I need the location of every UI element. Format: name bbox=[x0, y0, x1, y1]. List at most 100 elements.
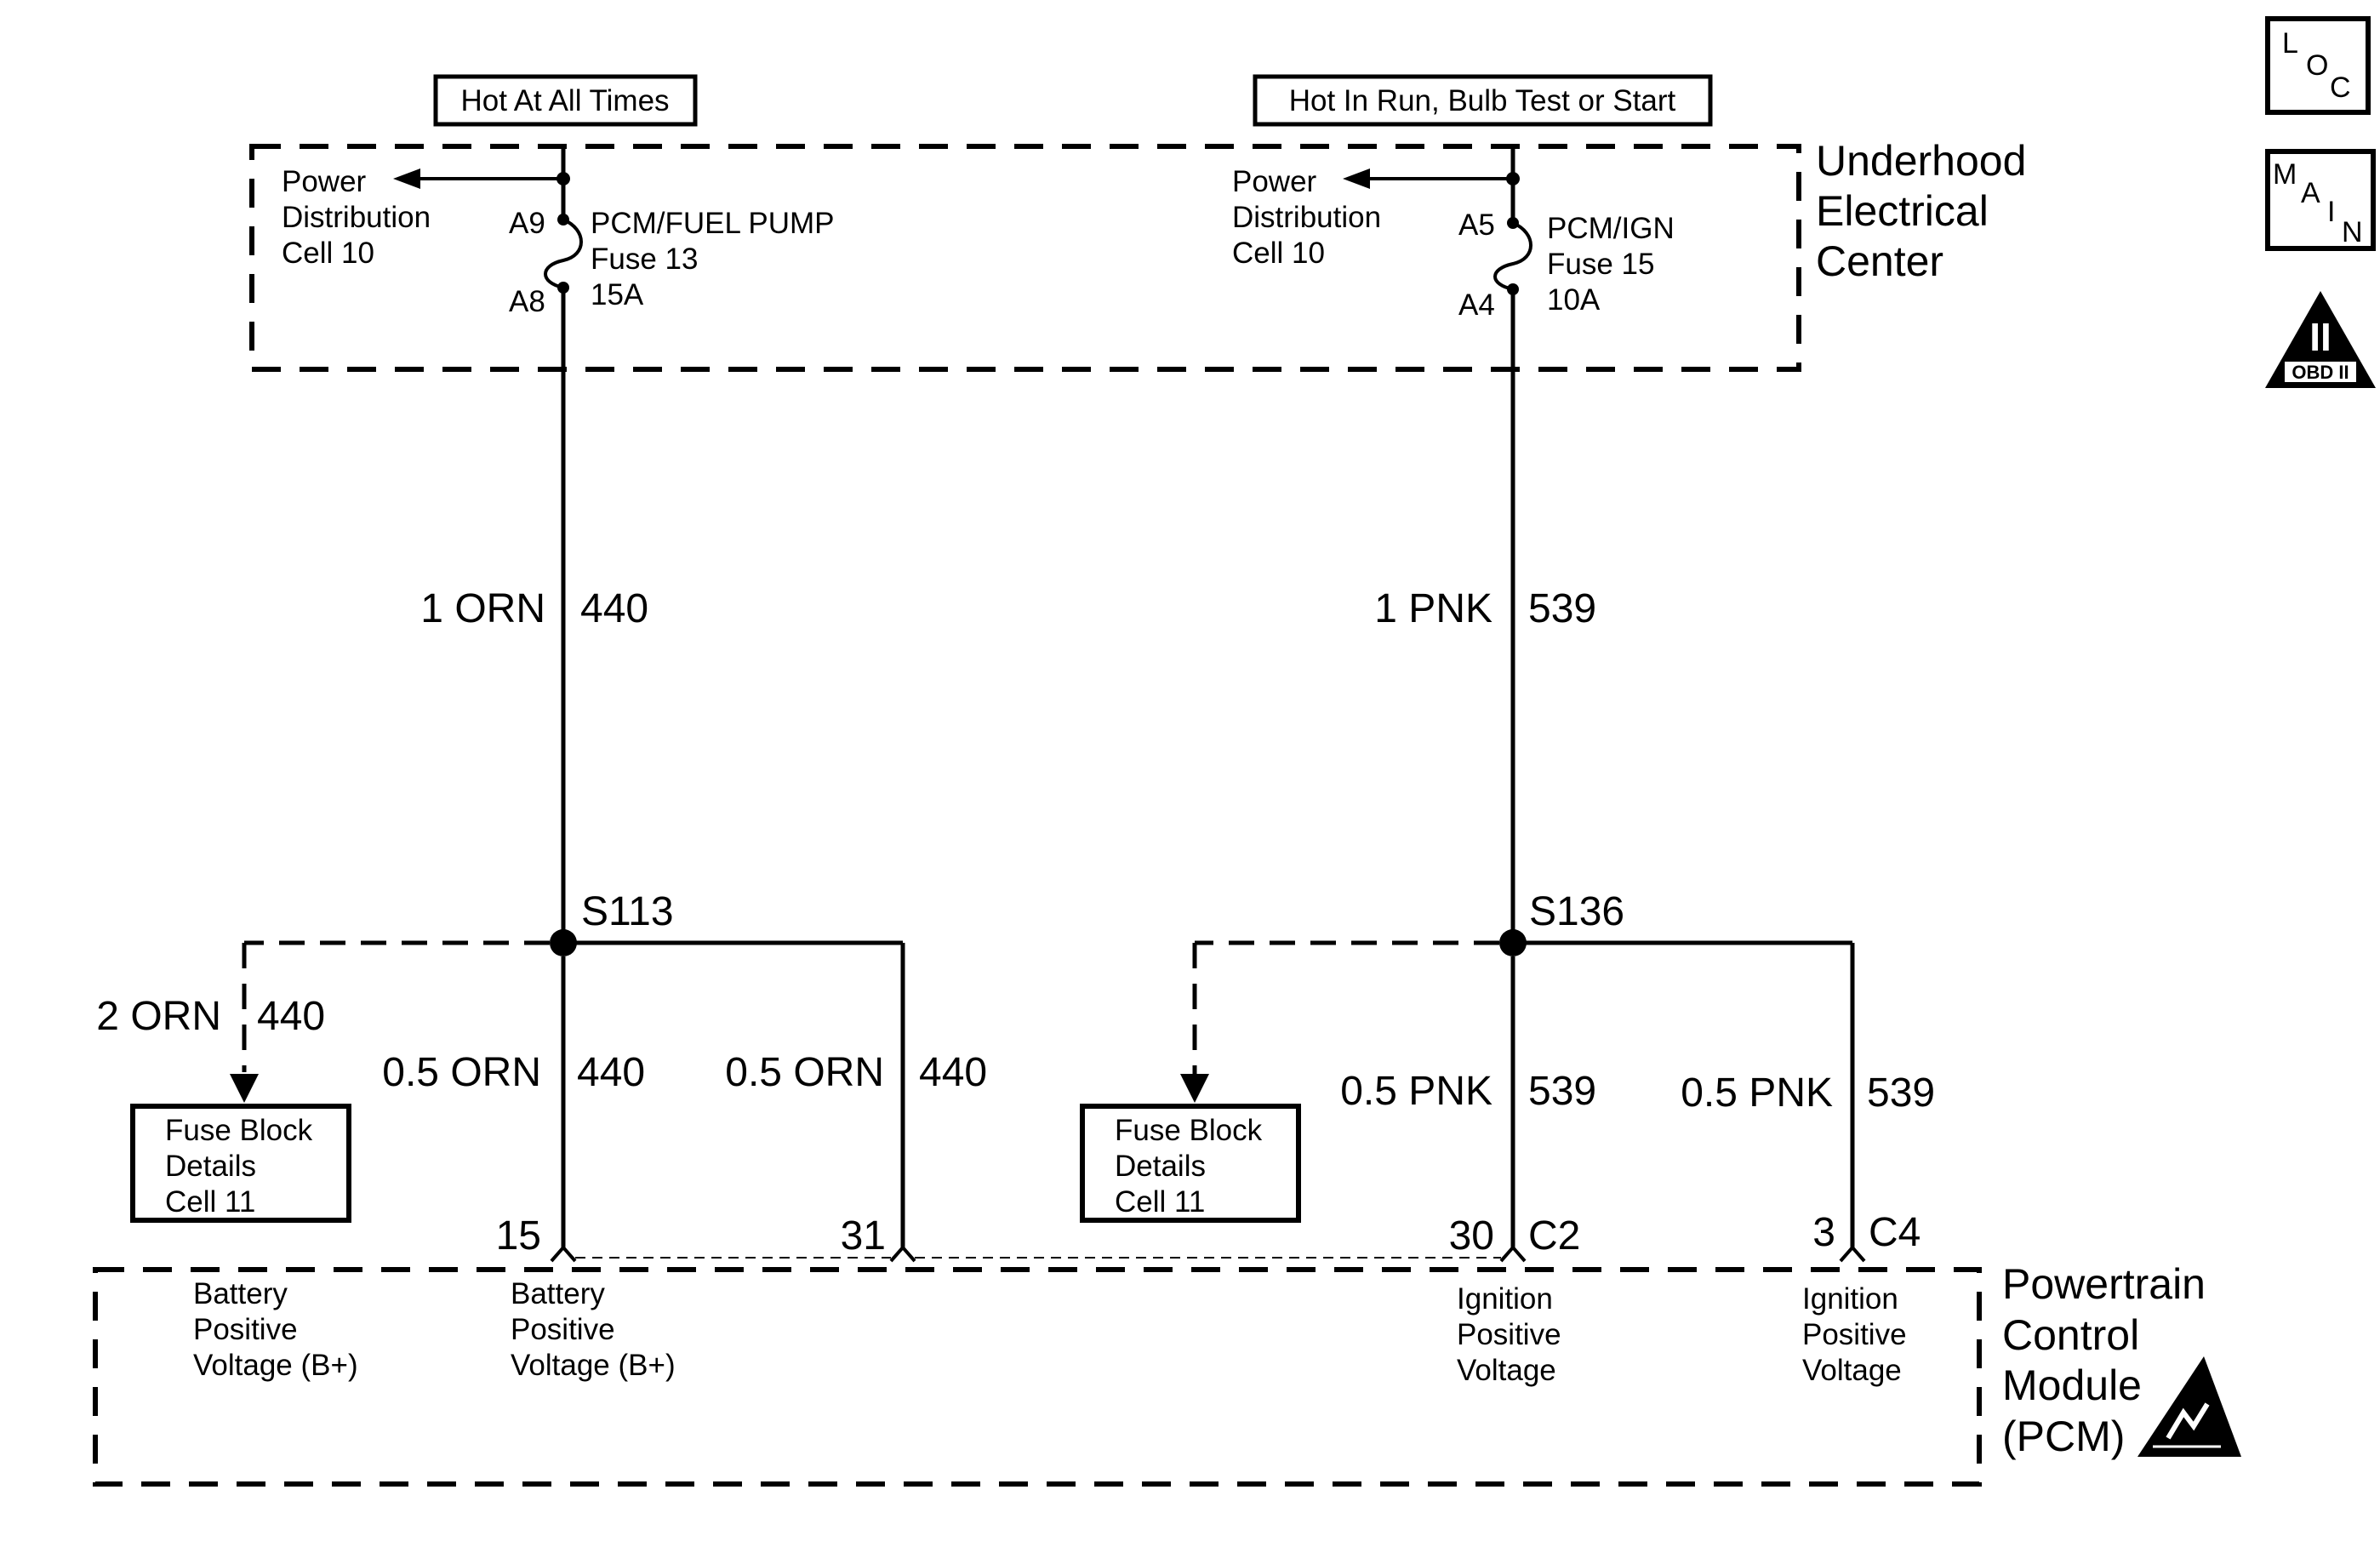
splice-s136[interactable]: S136 bbox=[1499, 889, 1852, 956]
underhood-title: Underhood Electrical Center bbox=[1816, 137, 2026, 285]
svg-text:Electrical: Electrical bbox=[1816, 187, 1989, 235]
svg-text:Center: Center bbox=[1816, 237, 1943, 285]
connector-c2-label: C2 bbox=[1528, 1213, 1580, 1259]
svg-text:Positive: Positive bbox=[511, 1313, 615, 1346]
fuse-15-top-pin: A5 bbox=[1458, 208, 1495, 242]
wire-440-pin-15-circuit: 440 bbox=[577, 1050, 645, 1095]
power-distribution-ref-left[interactable]: Power Distribution Cell 10 bbox=[282, 165, 563, 270]
obd-label: OBD II bbox=[2292, 362, 2349, 383]
splice-s113[interactable]: S113 bbox=[550, 889, 903, 956]
esd-sensitive-icon bbox=[2137, 1356, 2241, 1457]
svg-text:Underhood: Underhood bbox=[1816, 137, 2026, 185]
obd-numeral: II bbox=[2309, 315, 2331, 359]
pcm-input-ignition-2: Ignition Positive Voltage bbox=[1802, 1282, 1907, 1387]
fuse-15-pcm-ign: A5 A4 PCM/IGN Fuse 15 10A bbox=[1458, 146, 1675, 322]
svg-text:Distribution: Distribution bbox=[282, 201, 431, 234]
svg-text:Fuse Block: Fuse Block bbox=[165, 1114, 313, 1147]
main-letter-a: A bbox=[2301, 177, 2320, 209]
wire-440-fuse-block-color: 2 ORN bbox=[96, 994, 221, 1039]
svg-text:PCM/FUEL PUMP: PCM/FUEL PUMP bbox=[591, 207, 835, 240]
svg-text:Distribution: Distribution bbox=[1232, 201, 1381, 234]
svg-text:Positive: Positive bbox=[1802, 1318, 1907, 1351]
hot-at-all-times-label: Hot At All Times bbox=[433, 74, 698, 127]
wire-440-fuse-block-circuit: 440 bbox=[257, 994, 325, 1039]
svg-text:Battery: Battery bbox=[193, 1277, 288, 1310]
main-letter-n: N bbox=[2342, 216, 2363, 248]
svg-text:Details: Details bbox=[165, 1150, 256, 1183]
main-letter-m: M bbox=[2273, 158, 2297, 191]
wire-539-pin-3[interactable]: 0.5 PNK 539 bbox=[1681, 943, 1935, 1247]
pcm-input-ignition-1: Ignition Positive Voltage bbox=[1457, 1282, 1561, 1387]
wire-539-pin-3-color: 0.5 PNK bbox=[1681, 1070, 1833, 1116]
pcm-input-battery-2: Battery Positive Voltage (B+) bbox=[511, 1277, 676, 1382]
svg-text:Cell 11: Cell 11 bbox=[1115, 1185, 1205, 1219]
pcm-title: Powertrain Control Module (PCM) bbox=[2002, 1260, 2206, 1460]
loc-letter-o: O bbox=[2306, 49, 2328, 82]
wire-440-pin-31[interactable]: 0.5 ORN 440 bbox=[725, 943, 987, 1247]
svg-text:Fuse Block: Fuse Block bbox=[1115, 1114, 1263, 1147]
svg-text:Cell 10: Cell 10 bbox=[282, 237, 374, 270]
fuse-15-bottom-pin: A4 bbox=[1458, 288, 1495, 322]
svg-text:Power: Power bbox=[282, 165, 367, 198]
wire-539-main-color: 1 PNK bbox=[1374, 586, 1492, 631]
pin-15-label: 15 bbox=[496, 1213, 541, 1259]
svg-text:15A: 15A bbox=[591, 278, 644, 311]
pcm-connector-pins: 15 31 30 C2 3 C4 bbox=[496, 1210, 1921, 1263]
svg-text:Voltage (B+): Voltage (B+) bbox=[193, 1349, 358, 1382]
svg-text:Ignition: Ignition bbox=[1802, 1282, 1898, 1316]
underhood-electrical-center-box bbox=[249, 144, 1801, 372]
wire-539-pin-3-circuit: 539 bbox=[1867, 1070, 1935, 1116]
fuse-13-bottom-pin: A8 bbox=[509, 285, 545, 318]
pin-31-label: 31 bbox=[841, 1213, 886, 1259]
svg-text:Positive: Positive bbox=[193, 1313, 298, 1346]
pin-3-label: 3 bbox=[1812, 1210, 1835, 1255]
svg-text:Voltage: Voltage bbox=[1457, 1354, 1556, 1387]
wire-440-pin-31-color: 0.5 ORN bbox=[725, 1050, 884, 1095]
svg-text:Control: Control bbox=[2002, 1311, 2139, 1359]
wire-539-main[interactable]: 1 PNK 539 bbox=[1374, 289, 1596, 943]
loc-icon[interactable]: L O C bbox=[2265, 16, 2371, 115]
power-distribution-ref-right[interactable]: Power Distribution Cell 10 bbox=[1232, 165, 1513, 270]
svg-text:Details: Details bbox=[1115, 1150, 1206, 1183]
pcm-box bbox=[93, 1267, 1982, 1487]
svg-text:Cell 10: Cell 10 bbox=[1232, 237, 1325, 270]
svg-text:Fuse 13: Fuse 13 bbox=[591, 243, 698, 276]
wire-440-main-color: 1 ORN bbox=[420, 586, 545, 631]
wire-440-fuse-block[interactable]: 2 ORN 440 bbox=[96, 940, 550, 1103]
fuse-13-top-pin: A9 bbox=[509, 207, 545, 240]
obd-ii-icon[interactable]: II OBD II bbox=[2265, 291, 2376, 388]
wire-440-main[interactable]: 1 ORN 440 bbox=[420, 288, 648, 943]
wire-539-pin-30-circuit: 539 bbox=[1528, 1069, 1596, 1114]
hot-in-run-label: Hot In Run, Bulb Test or Start bbox=[1253, 74, 1713, 127]
wire-440-pin-15[interactable]: 0.5 ORN 440 bbox=[382, 956, 645, 1247]
svg-text:PCM/IGN: PCM/IGN bbox=[1547, 212, 1675, 245]
svg-text:Ignition: Ignition bbox=[1457, 1282, 1553, 1316]
fuse-13-pcm-fuel-pump: A9 A8 PCM/FUEL PUMP Fuse 13 15A bbox=[509, 146, 835, 318]
svg-text:Cell 11: Cell 11 bbox=[165, 1185, 255, 1219]
svg-text:Powertrain: Powertrain bbox=[2002, 1260, 2206, 1308]
svg-text:Hot In Run, Bulb Test or Start: Hot In Run, Bulb Test or Start bbox=[1289, 84, 1676, 117]
svg-text:Positive: Positive bbox=[1457, 1318, 1561, 1351]
svg-text:(PCM): (PCM) bbox=[2002, 1413, 2125, 1460]
splice-s136-label: S136 bbox=[1529, 889, 1624, 934]
main-letter-i: I bbox=[2327, 196, 2335, 228]
svg-text:Voltage: Voltage bbox=[1802, 1354, 1902, 1387]
svg-text:Battery: Battery bbox=[511, 1277, 605, 1310]
wire-440-main-circuit: 440 bbox=[580, 586, 648, 631]
pcm-input-battery-1: Battery Positive Voltage (B+) bbox=[193, 1277, 358, 1382]
wire-539-pin-30-color: 0.5 PNK bbox=[1340, 1069, 1492, 1114]
fuse-block-details-ref-right[interactable]: Fuse Block Details Cell 11 bbox=[1080, 1104, 1301, 1223]
fuse-block-details-ref-left[interactable]: Fuse Block Details Cell 11 bbox=[130, 1104, 351, 1223]
loc-letter-l: L bbox=[2282, 27, 2298, 60]
wire-539-fuse-block[interactable] bbox=[1180, 940, 1499, 1103]
svg-text:Voltage (B+): Voltage (B+) bbox=[511, 1349, 676, 1382]
loc-letter-c: C bbox=[2330, 71, 2351, 104]
svg-text:Hot At All Times: Hot At All Times bbox=[460, 84, 669, 117]
wire-440-pin-15-color: 0.5 ORN bbox=[382, 1050, 541, 1095]
svg-text:10A: 10A bbox=[1547, 283, 1601, 317]
pin-30-label: 30 bbox=[1449, 1213, 1494, 1259]
main-icon[interactable]: M A I N bbox=[2265, 149, 2376, 251]
svg-text:Power: Power bbox=[1232, 165, 1317, 198]
wire-440-pin-31-circuit: 440 bbox=[919, 1050, 987, 1095]
wire-539-pin-30[interactable]: 0.5 PNK 539 bbox=[1340, 956, 1596, 1247]
